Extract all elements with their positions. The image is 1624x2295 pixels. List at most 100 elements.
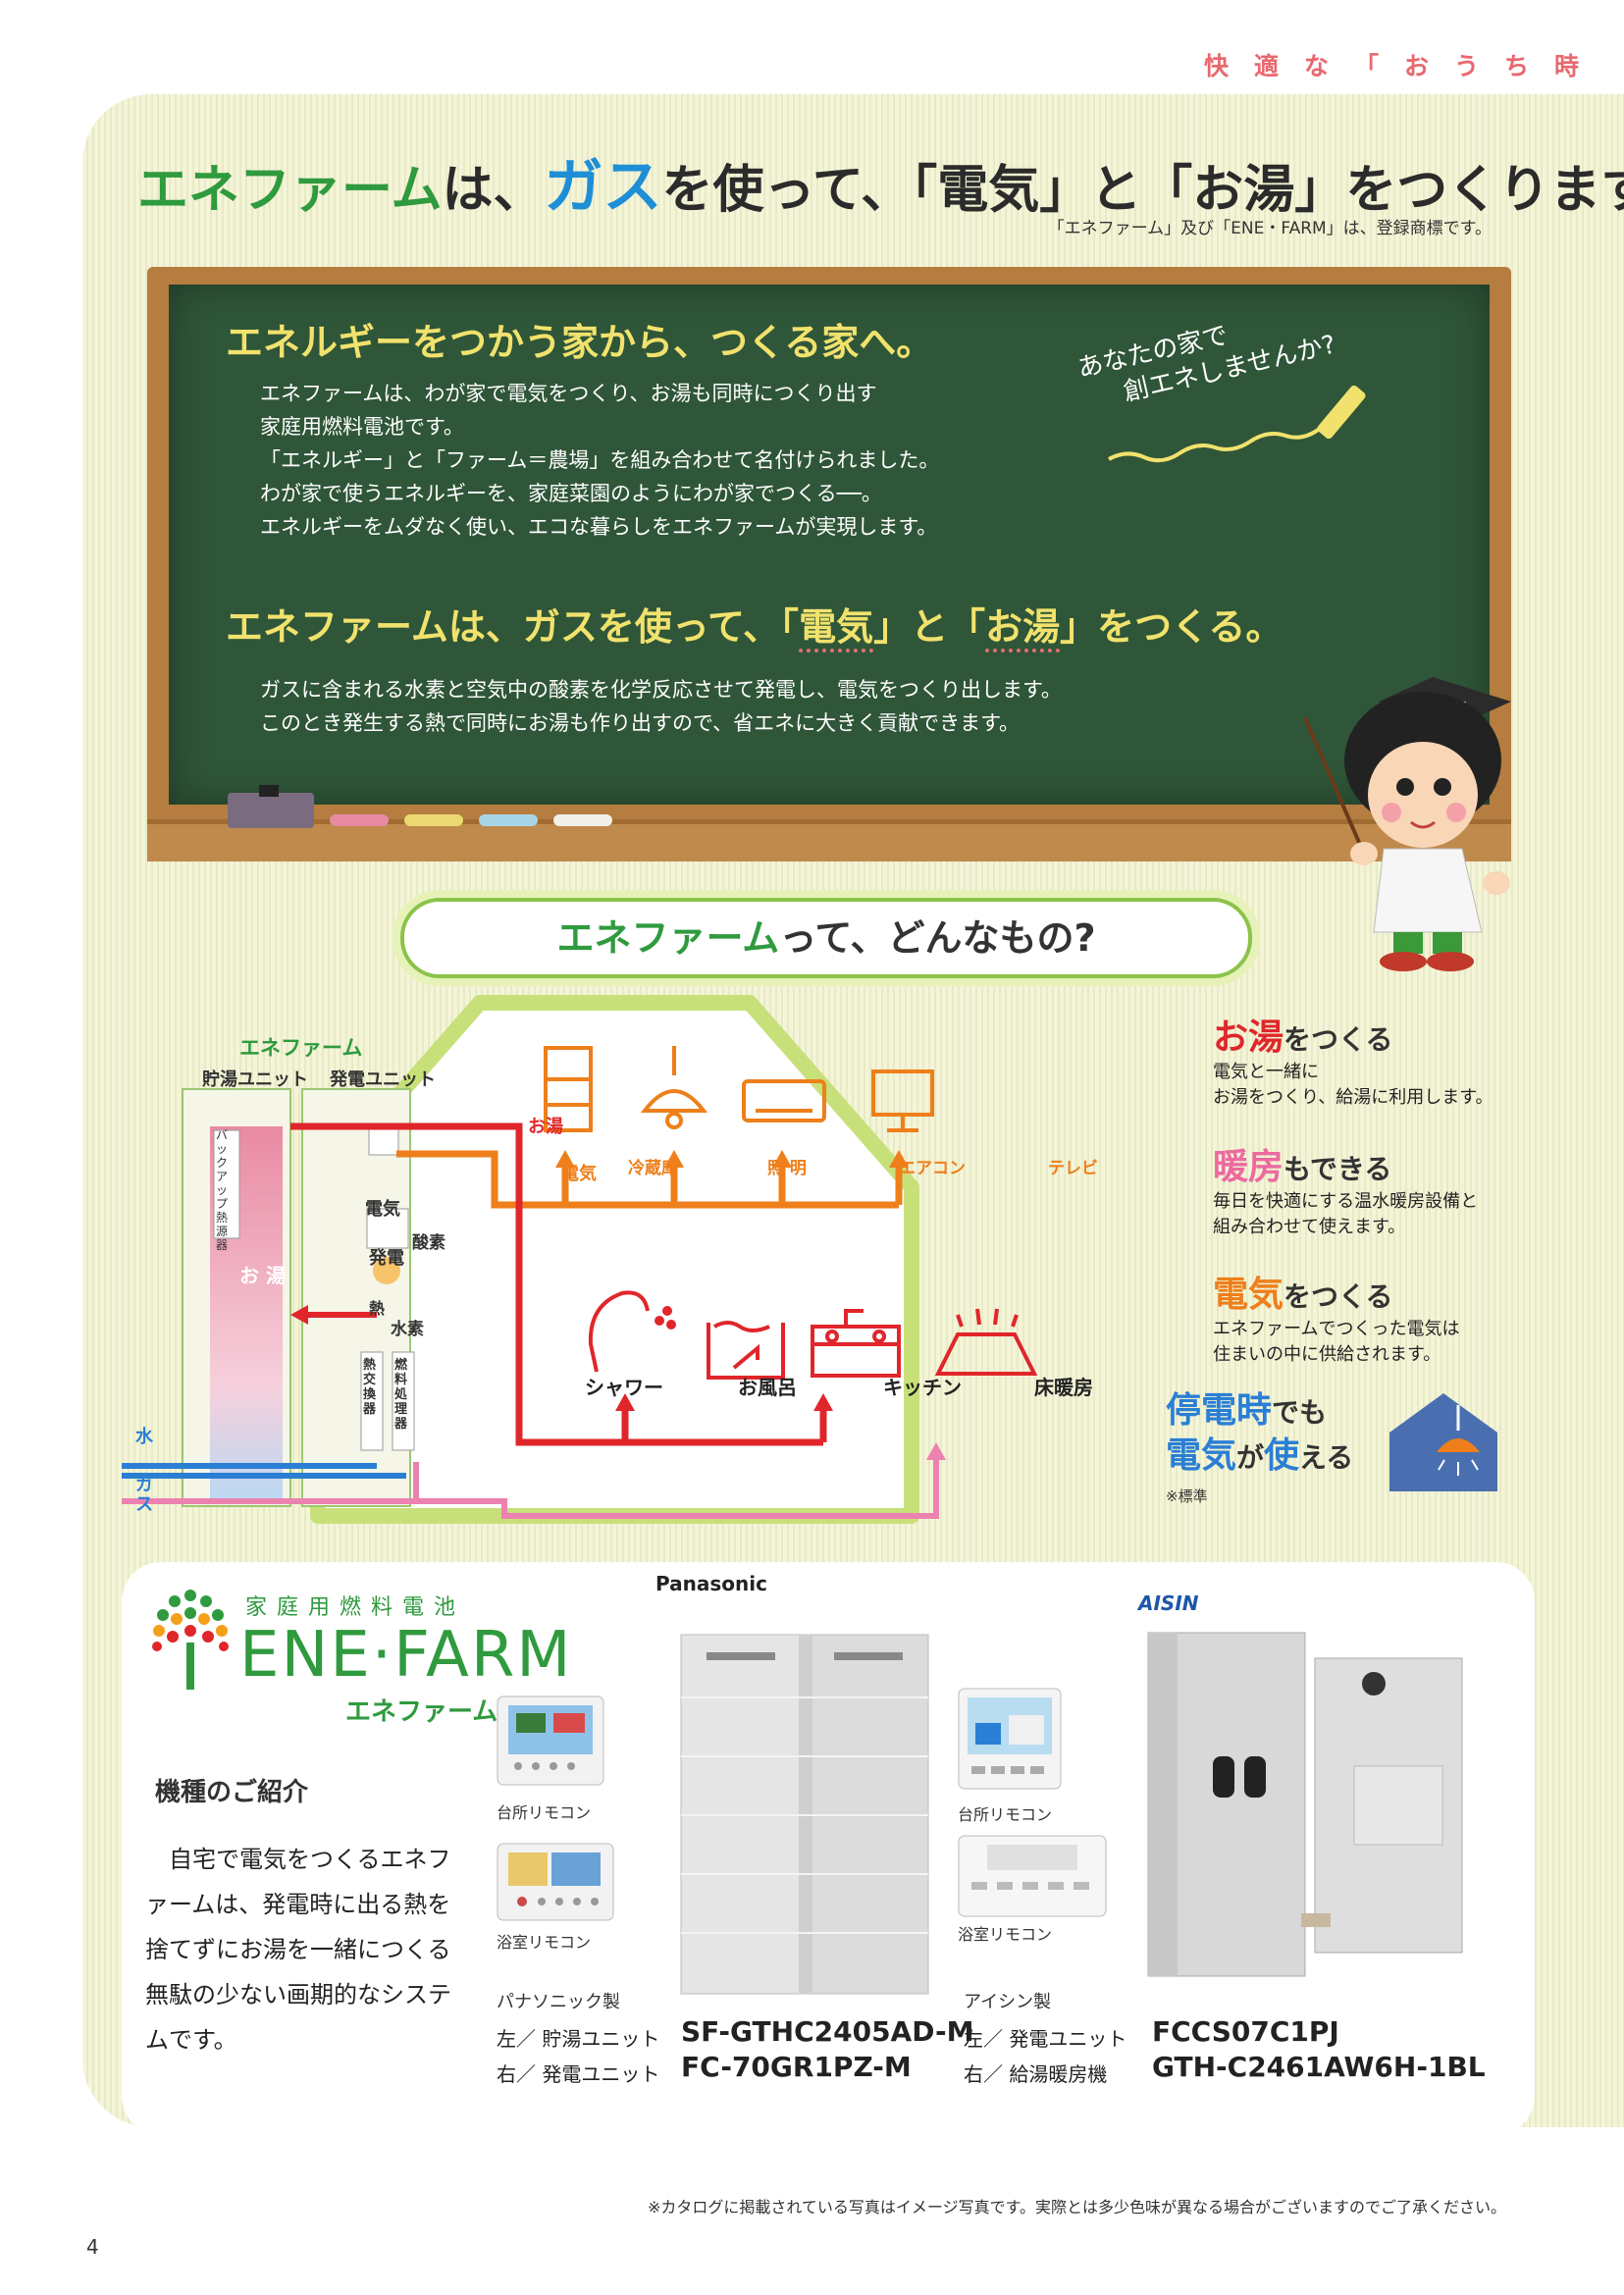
heat-dot [373, 1257, 400, 1284]
tank-hotwater-label: お 湯 [239, 1264, 286, 1287]
backup-heater-box [213, 1129, 240, 1239]
gas-label: ガス [135, 1475, 153, 1515]
chalk-blue [479, 814, 538, 826]
feature-3-line: 住まいの中に供給されます。 [1213, 1344, 1441, 1365]
panasonic-bath-remote-label: 浴室リモコン [497, 1933, 592, 1952]
trademark-note: 「エネファーム」及び「ENE・FARM」は、登録商標です。 [1047, 219, 1492, 238]
heat-exchanger-box [360, 1351, 384, 1451]
eraser [228, 793, 314, 828]
board-heading-hotwater: お湯 [985, 605, 1061, 652]
intro-text: 自宅で電気をつくるエネファームは、発電時に出る熱を捨てずにお湯を一緒につくる無駄… [145, 1846, 451, 2054]
appliance-shower-label: シャワー [585, 1376, 663, 1399]
feature-2-line: 毎日を快適にする温水暖房設備と [1213, 1191, 1479, 1212]
pill-rest: って、どんなもの? [779, 916, 1096, 960]
feature-1-head-b: をつくる [1283, 1023, 1393, 1056]
panasonic-right-label: 右／ 発電ユニット [497, 2062, 660, 2086]
panasonic-left-model: SF-GTHC2405AD-M [681, 2015, 974, 2048]
panasonic-units-photo [680, 1634, 929, 1995]
intro-heading: 機種のご紹介 [155, 1778, 309, 1807]
outage-c: 電気 [1166, 1435, 1237, 1476]
heat-label: 熱 [369, 1299, 386, 1318]
aisin-kitchen-remote-label: 台所リモコン [958, 1805, 1053, 1824]
feature-3-head-b: をつくる [1283, 1280, 1393, 1313]
aisin-right-model: GTH-C2461AW6H-1BL [1152, 2051, 1486, 2083]
generation-label: 発電 [369, 1248, 404, 1269]
backup-heater-label: バックアップ熱源器 [216, 1128, 229, 1252]
board-line: 「エネルギー」と「ファーム＝農場」を組み合わせて名付けられました。 [260, 448, 940, 472]
appliance-fridge-label: 冷蔵庫 [628, 1159, 678, 1178]
panasonic-right-model: FC-70GR1PZ-M [681, 2051, 912, 2083]
diagram-enefarm-label: エネファーム [239, 1036, 363, 1060]
professor-mascot [1303, 677, 1511, 971]
title-gas: ガス [544, 153, 662, 222]
oxygen-label: 酸素 [412, 1233, 445, 1253]
outage-b: でも [1272, 1396, 1328, 1429]
feature-2-head-b: もできる [1283, 1153, 1392, 1185]
bath-icon [707, 1321, 785, 1380]
outage-feature: 停電時でも 電気が使える [1166, 1389, 1353, 1480]
outage-e: 使 [1264, 1435, 1300, 1476]
heat-exchanger-label: 熱交換器 [363, 1358, 377, 1417]
board-heading-2e: 」をつくる。 [1060, 605, 1283, 649]
logo-wordmark: ENE·FARM [239, 1619, 573, 1692]
appliance-lamp-label: 照 明 [767, 1159, 807, 1178]
appliance-kitchen-label: キッチン [883, 1376, 962, 1399]
feature-heating: 暖房もできる 毎日を快適にする温水暖房設備と 組み合わせて使えます。 [1213, 1138, 1478, 1240]
board-line: このとき発生する熱で同時にお湯も作り出すので、省エネに大きく貢献できます。 [260, 711, 1021, 735]
aisin-maker: アイシン製 [964, 1992, 1052, 2012]
title-rest: を使って、「電気」と「お湯」をつくります。 [661, 161, 1624, 220]
aisin-bath-remote-label: 浴室リモコン [958, 1925, 1053, 1944]
board-line: ガスに含まれる水素と空気中の酸素を化学反応させて発電し、電気をつくり出します。 [260, 678, 1062, 702]
lamp-icon [640, 1046, 708, 1129]
fuel-processor-box [392, 1351, 415, 1451]
board-heading-2c: 」と「 [873, 605, 986, 649]
board-line: エネファームは、わが家で電気をつくり、お湯も同時につくり出す [260, 382, 877, 405]
chalk-pink [330, 814, 389, 826]
chalk-white [553, 814, 612, 826]
enefarm-diagram [122, 995, 1038, 1524]
board-paragraph-1: エネファームは、わが家で電気をつくり、お湯も同時につくり出す 家庭用燃料電池です… [260, 377, 939, 544]
panasonic-kitchen-remote-label: 台所リモコン [497, 1803, 592, 1822]
outage-d: が [1236, 1441, 1265, 1474]
standard-note: ※標準 [1166, 1487, 1208, 1505]
board-heading-1: エネルギーをつかう家から、つくる家へ。 [226, 321, 934, 364]
feature-3-head-a: 電気 [1213, 1275, 1284, 1315]
fridge-icon [544, 1046, 593, 1132]
hydrogen-label: 水素 [391, 1320, 424, 1339]
feature-3-line: エネファームでつくった電気は [1213, 1319, 1460, 1339]
aisin-units-photo [1147, 1632, 1463, 1977]
appliance-aircon-label: エアコン [899, 1159, 966, 1178]
chalkboard [169, 285, 1490, 805]
feature-1-head-a: お湯 [1213, 1017, 1284, 1058]
appliance-bath-label: お風呂 [738, 1376, 797, 1399]
feature-1-line: お湯をつくり、給湯に利用します。 [1213, 1087, 1493, 1108]
appliance-floorheating-label: 床暖房 [1034, 1376, 1093, 1399]
chalkboard-ledge [147, 819, 1511, 861]
aircon-icon [742, 1079, 826, 1122]
house-outline [310, 995, 919, 1524]
stove-icon [811, 1309, 901, 1378]
board-heading-2: エネファームは、ガスを使って、「電気」と「お湯」をつくる。 [226, 597, 1283, 652]
line-electricity-label: 電気 [561, 1164, 597, 1184]
outage-f: える [1299, 1441, 1354, 1474]
aisin-left-label: 左／ 発電ユニット [964, 2027, 1127, 2051]
feature-hotwater: お湯をつくる 電気と一緒に お湯をつくり、給湯に利用します。 [1213, 1009, 1493, 1111]
power-unit-label: 発電ユニット [330, 1069, 436, 1090]
panasonic-maker: パナソニック製 [497, 1992, 620, 2012]
house-lamp-icon [1389, 1393, 1497, 1491]
pill-enefarm: エネファーム [556, 916, 780, 960]
board-heading-electric: 電気 [799, 605, 874, 652]
aisin-kitchen-remote [958, 1688, 1062, 1790]
title-wa: は、 [442, 161, 545, 220]
chalk-squiggle [1108, 385, 1366, 463]
chalk-yellow [404, 814, 463, 826]
aisin-right-label: 右／ 給湯暖房機 [964, 2062, 1108, 2086]
electricity-box-label: 電気 [365, 1199, 400, 1220]
panasonic-left-label: 左／ 貯湯ユニット [497, 2027, 660, 2051]
feature-electricity: 電気をつくる エネファームでつくった電気は 住まいの中に供給されます。 [1213, 1266, 1459, 1368]
feature-2-head-a: 暖房 [1213, 1147, 1284, 1187]
outage-a: 停電時 [1166, 1390, 1273, 1431]
generation-box [366, 1208, 409, 1249]
floor-heating-icon [934, 1308, 1038, 1376]
fuel-processor-label: 燃料処理器 [394, 1358, 408, 1432]
